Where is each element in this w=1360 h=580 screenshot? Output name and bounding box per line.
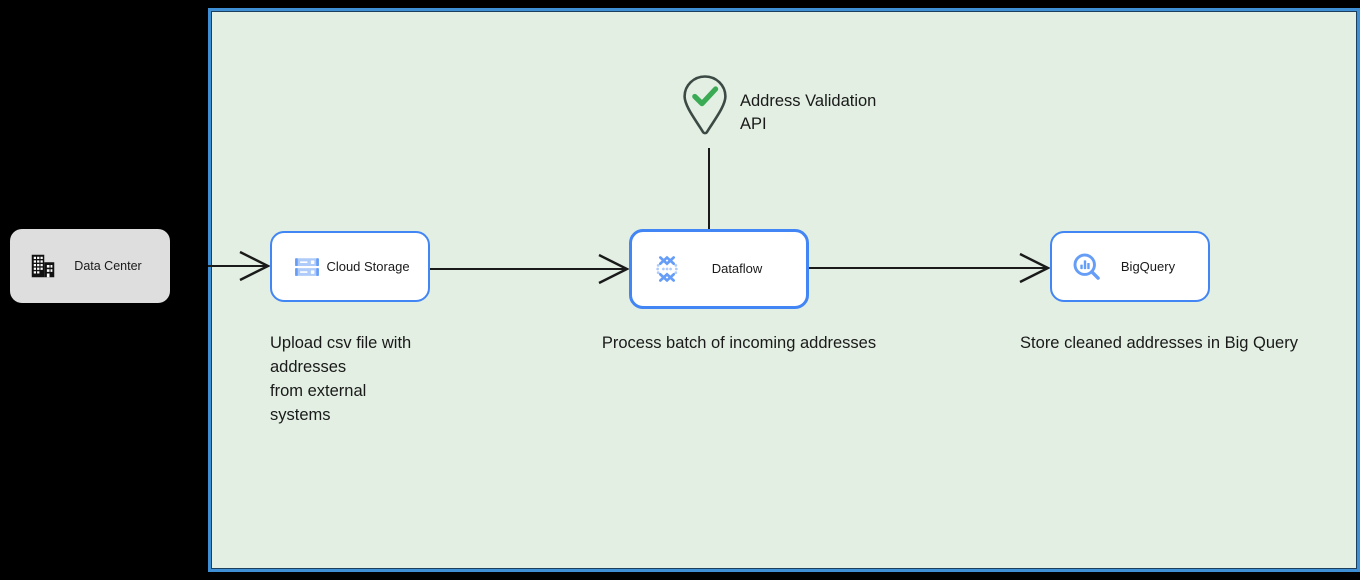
node-cloud-storage[interactable]: Cloud Storage	[270, 231, 430, 302]
dataflow-icon	[650, 252, 684, 286]
cloud-storage-icon	[290, 250, 324, 284]
node-data-center[interactable]: Data Center	[10, 229, 170, 303]
node-label-bigquery: BigQuery	[1120, 258, 1176, 274]
caption-bigquery: Store cleaned addresses in Big Query	[1020, 334, 1298, 352]
node-label-dataflow: Dataflow	[711, 261, 763, 277]
node-dataflow[interactable]: Dataflow	[629, 229, 809, 309]
caption-cloud-storage: Upload csv file with addresses from exte…	[270, 334, 412, 424]
data-center-building-icon	[28, 251, 58, 281]
map-pin-check-icon	[682, 74, 728, 136]
node-address-validation-api[interactable]: Address Validation API	[682, 74, 876, 136]
bigquery-icon	[1070, 250, 1104, 284]
caption-dataflow: Process batch of incoming addresses	[601, 334, 877, 352]
node-label-data-center: Data Center	[74, 259, 142, 273]
node-label-cloud-storage: Cloud Storage	[326, 258, 410, 274]
node-bigquery[interactable]: BigQuery	[1050, 231, 1210, 302]
api-label: Address Validation API	[740, 92, 877, 133]
